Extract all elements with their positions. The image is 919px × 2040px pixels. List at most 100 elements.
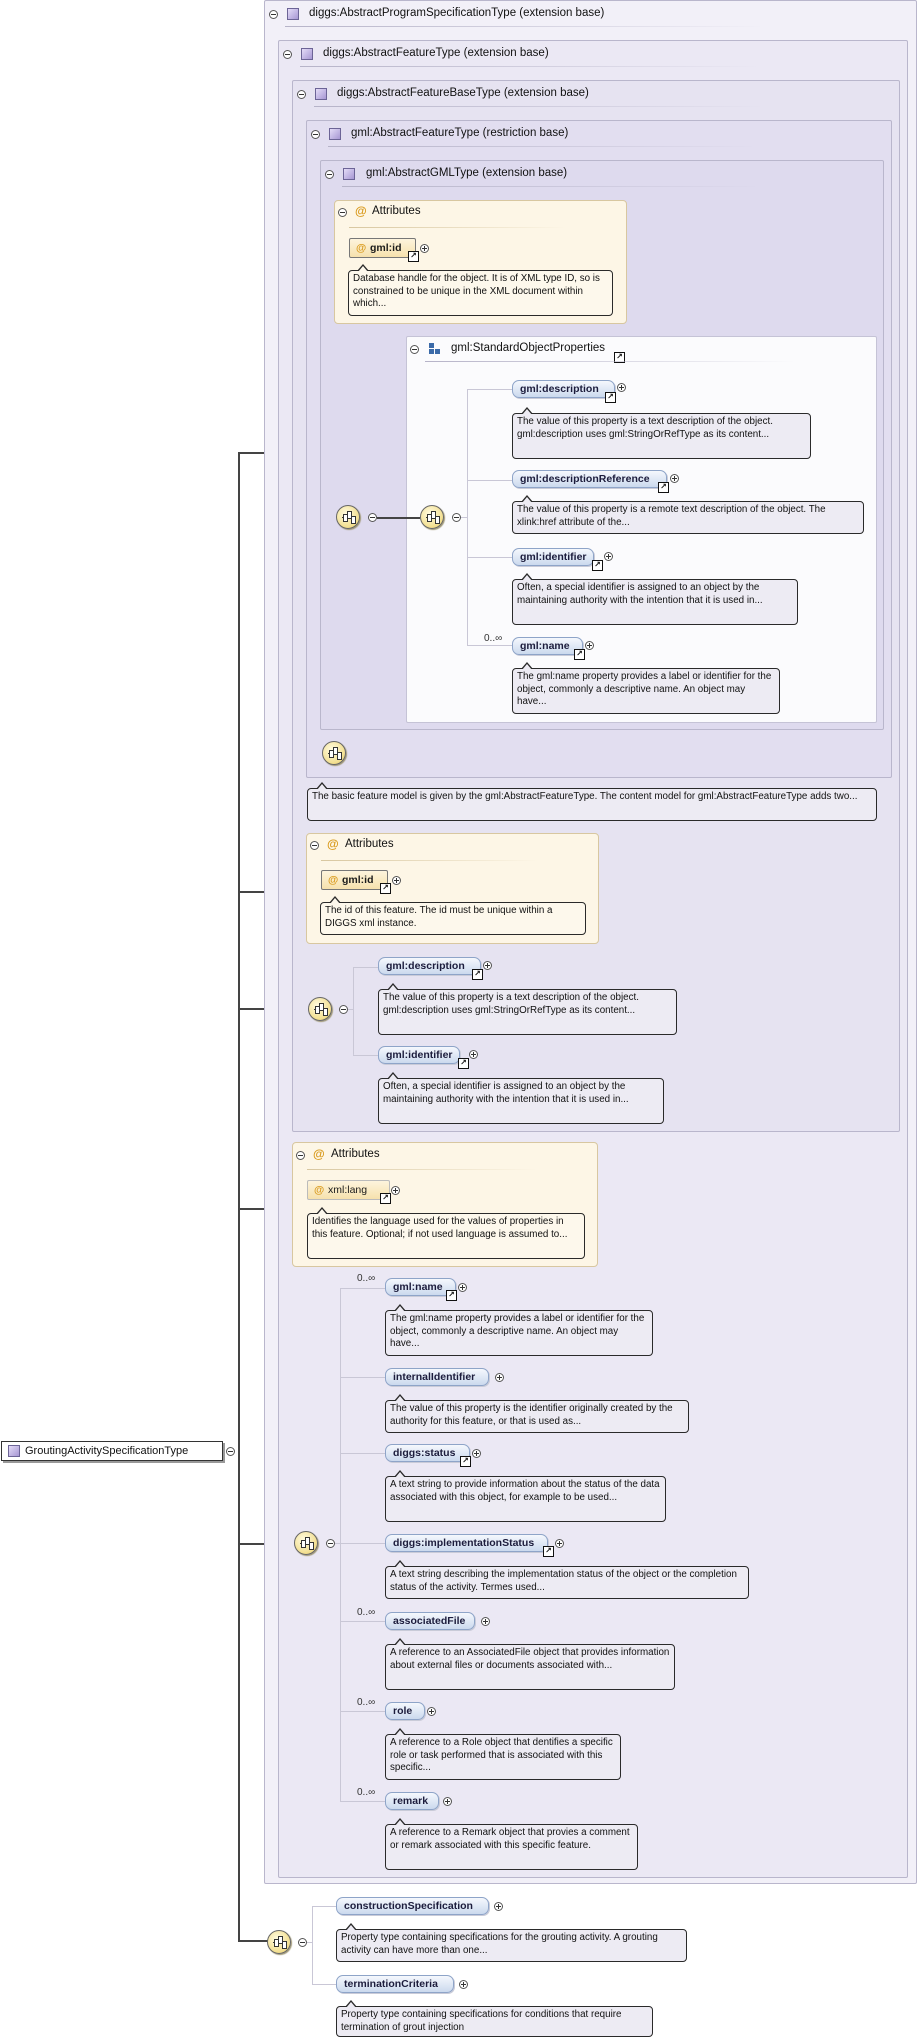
attribute-doc: Database handle for the object. It is of… [348, 264, 613, 316]
expand-icon[interactable] [555, 1539, 564, 1548]
collapse-icon[interactable] [325, 170, 334, 179]
root-type-box[interactable]: GroutingActivitySpecificationType [1, 1441, 223, 1461]
reference-arrow-icon[interactable]: ↗ [605, 392, 616, 403]
attribute-gml-id[interactable]: @ gml:id [349, 238, 416, 258]
element-internal-identifier[interactable]: internalIdentifier [385, 1368, 489, 1386]
element-gml-identifier[interactable]: gml:identifier [378, 1046, 460, 1064]
expand-icon[interactable] [392, 876, 401, 885]
element-construction-specification[interactable]: constructionSpecification [336, 1897, 489, 1915]
element-name: remark [393, 1795, 429, 1807]
root-collapse-icon[interactable] [226, 1447, 235, 1456]
expand-icon[interactable] [420, 244, 429, 253]
reference-arrow-icon[interactable]: ↗ [458, 1058, 469, 1069]
connector-line [467, 557, 512, 558]
element-name: constructionSpecification [344, 1900, 473, 1912]
element-doc: A reference to a Remark object that prov… [385, 1818, 638, 1870]
element-doc: Property type containing specifications … [336, 1923, 687, 1962]
element-gml-identifier[interactable]: gml:identifier [512, 548, 594, 566]
collapse-icon[interactable] [298, 1938, 307, 1947]
element-diggs-implementation-status[interactable]: diggs:implementationStatus [385, 1534, 548, 1552]
element-doc: The value of this property is a remote t… [512, 495, 864, 534]
sequence-compositor-icon[interactable] [336, 505, 360, 529]
reference-arrow-icon[interactable]: ↗ [614, 352, 625, 363]
element-doc: The gml:name property provides a label o… [385, 1304, 653, 1356]
collapse-icon[interactable] [283, 50, 292, 59]
connector-line [238, 1940, 268, 1942]
connector-line [340, 1288, 385, 1289]
element-doc: The value of this property is a text des… [512, 407, 811, 459]
element-gml-name[interactable]: gml:name [512, 637, 583, 655]
reference-arrow-icon[interactable]: ↗ [592, 560, 603, 571]
reference-arrow-icon[interactable]: ↗ [472, 969, 483, 980]
element-doc: Often, a special identifier is assigned … [512, 573, 798, 625]
reference-arrow-icon[interactable]: ↗ [380, 883, 391, 894]
expand-icon[interactable] [494, 1902, 503, 1911]
element-doc: A text string describing the implementat… [385, 1560, 749, 1599]
collapse-icon[interactable] [338, 208, 347, 217]
element-name: gml:name [393, 1281, 443, 1293]
expand-icon[interactable] [469, 1050, 478, 1059]
element-diggs-status[interactable]: diggs:status [385, 1444, 470, 1462]
reference-arrow-icon[interactable]: ↗ [460, 1456, 471, 1467]
element-remark[interactable]: remark [385, 1792, 439, 1810]
attribute-gml-id[interactable]: @ gml:id [321, 870, 388, 890]
collapse-icon[interactable] [452, 513, 461, 522]
expand-icon[interactable] [585, 641, 594, 650]
connector-line [312, 1984, 336, 1985]
collapse-icon[interactable] [368, 513, 377, 522]
sequence-compositor-icon[interactable] [322, 741, 346, 765]
sequence-compositor-icon[interactable] [308, 997, 332, 1021]
collapse-icon[interactable] [297, 90, 306, 99]
collapse-icon[interactable] [410, 345, 419, 354]
collapse-icon[interactable] [311, 130, 320, 139]
attribute-icon: @ [328, 874, 339, 886]
sequence-compositor-icon[interactable] [294, 1531, 318, 1555]
expand-icon[interactable] [427, 1707, 436, 1716]
element-name: diggs:status [393, 1447, 456, 1459]
attributes-title: Attributes [331, 1148, 380, 1160]
reference-arrow-icon[interactable]: ↗ [543, 1546, 554, 1557]
expand-icon[interactable] [617, 383, 626, 392]
group-title: diggs:AbstractFeatureType (extension bas… [323, 47, 549, 59]
element-gml-name[interactable]: gml:name [385, 1278, 456, 1296]
reference-arrow-icon[interactable]: ↗ [446, 1290, 457, 1301]
expand-icon[interactable] [483, 961, 492, 970]
expand-icon[interactable] [495, 1373, 504, 1382]
element-doc: The value of this property is the identi… [385, 1394, 689, 1433]
element-associated-file[interactable]: associatedFile [385, 1612, 475, 1630]
reference-arrow-icon[interactable]: ↗ [380, 1193, 391, 1204]
occurrence-label: 0..∞ [357, 1607, 376, 1618]
complex-type-icon [301, 48, 313, 60]
attribute-icon: @ [313, 1147, 325, 1161]
collapse-icon[interactable] [269, 10, 278, 19]
group-title: gml:AbstractFeatureType (restriction bas… [351, 127, 569, 139]
connector-line [467, 645, 512, 646]
complex-type-icon [343, 168, 355, 180]
expand-icon[interactable] [458, 1283, 467, 1292]
sequence-compositor-icon[interactable] [420, 505, 444, 529]
sequence-compositor-icon[interactable] [267, 1930, 291, 1954]
reference-arrow-icon[interactable]: ↗ [658, 482, 669, 493]
expand-icon[interactable] [391, 1186, 400, 1195]
element-gml-description[interactable]: gml:description [512, 380, 615, 398]
expand-icon[interactable] [459, 1980, 468, 1989]
collapse-icon[interactable] [326, 1539, 335, 1548]
element-gml-description-reference[interactable]: gml:descriptionReference [512, 470, 667, 488]
collapse-icon[interactable] [339, 1005, 348, 1014]
element-gml-description[interactable]: gml:description [378, 957, 481, 975]
element-termination-criteria[interactable]: terminationCriteria [336, 1975, 454, 1993]
expand-icon[interactable] [604, 552, 613, 561]
attribute-xml-lang[interactable]: @ xml:lang [307, 1180, 390, 1200]
attribute-name: xml:lang [328, 1184, 368, 1196]
occurrence-label: 0..∞ [357, 1787, 376, 1798]
reference-arrow-icon[interactable]: ↗ [574, 649, 585, 660]
expand-icon[interactable] [472, 1449, 481, 1458]
reference-arrow-icon[interactable]: ↗ [408, 251, 419, 262]
expand-icon[interactable] [481, 1617, 490, 1626]
collapse-icon[interactable] [310, 841, 319, 850]
expand-icon[interactable] [443, 1797, 452, 1806]
attributes-title: Attributes [345, 838, 394, 850]
element-role[interactable]: role [385, 1702, 425, 1720]
collapse-icon[interactable] [296, 1151, 305, 1160]
expand-icon[interactable] [670, 474, 679, 483]
